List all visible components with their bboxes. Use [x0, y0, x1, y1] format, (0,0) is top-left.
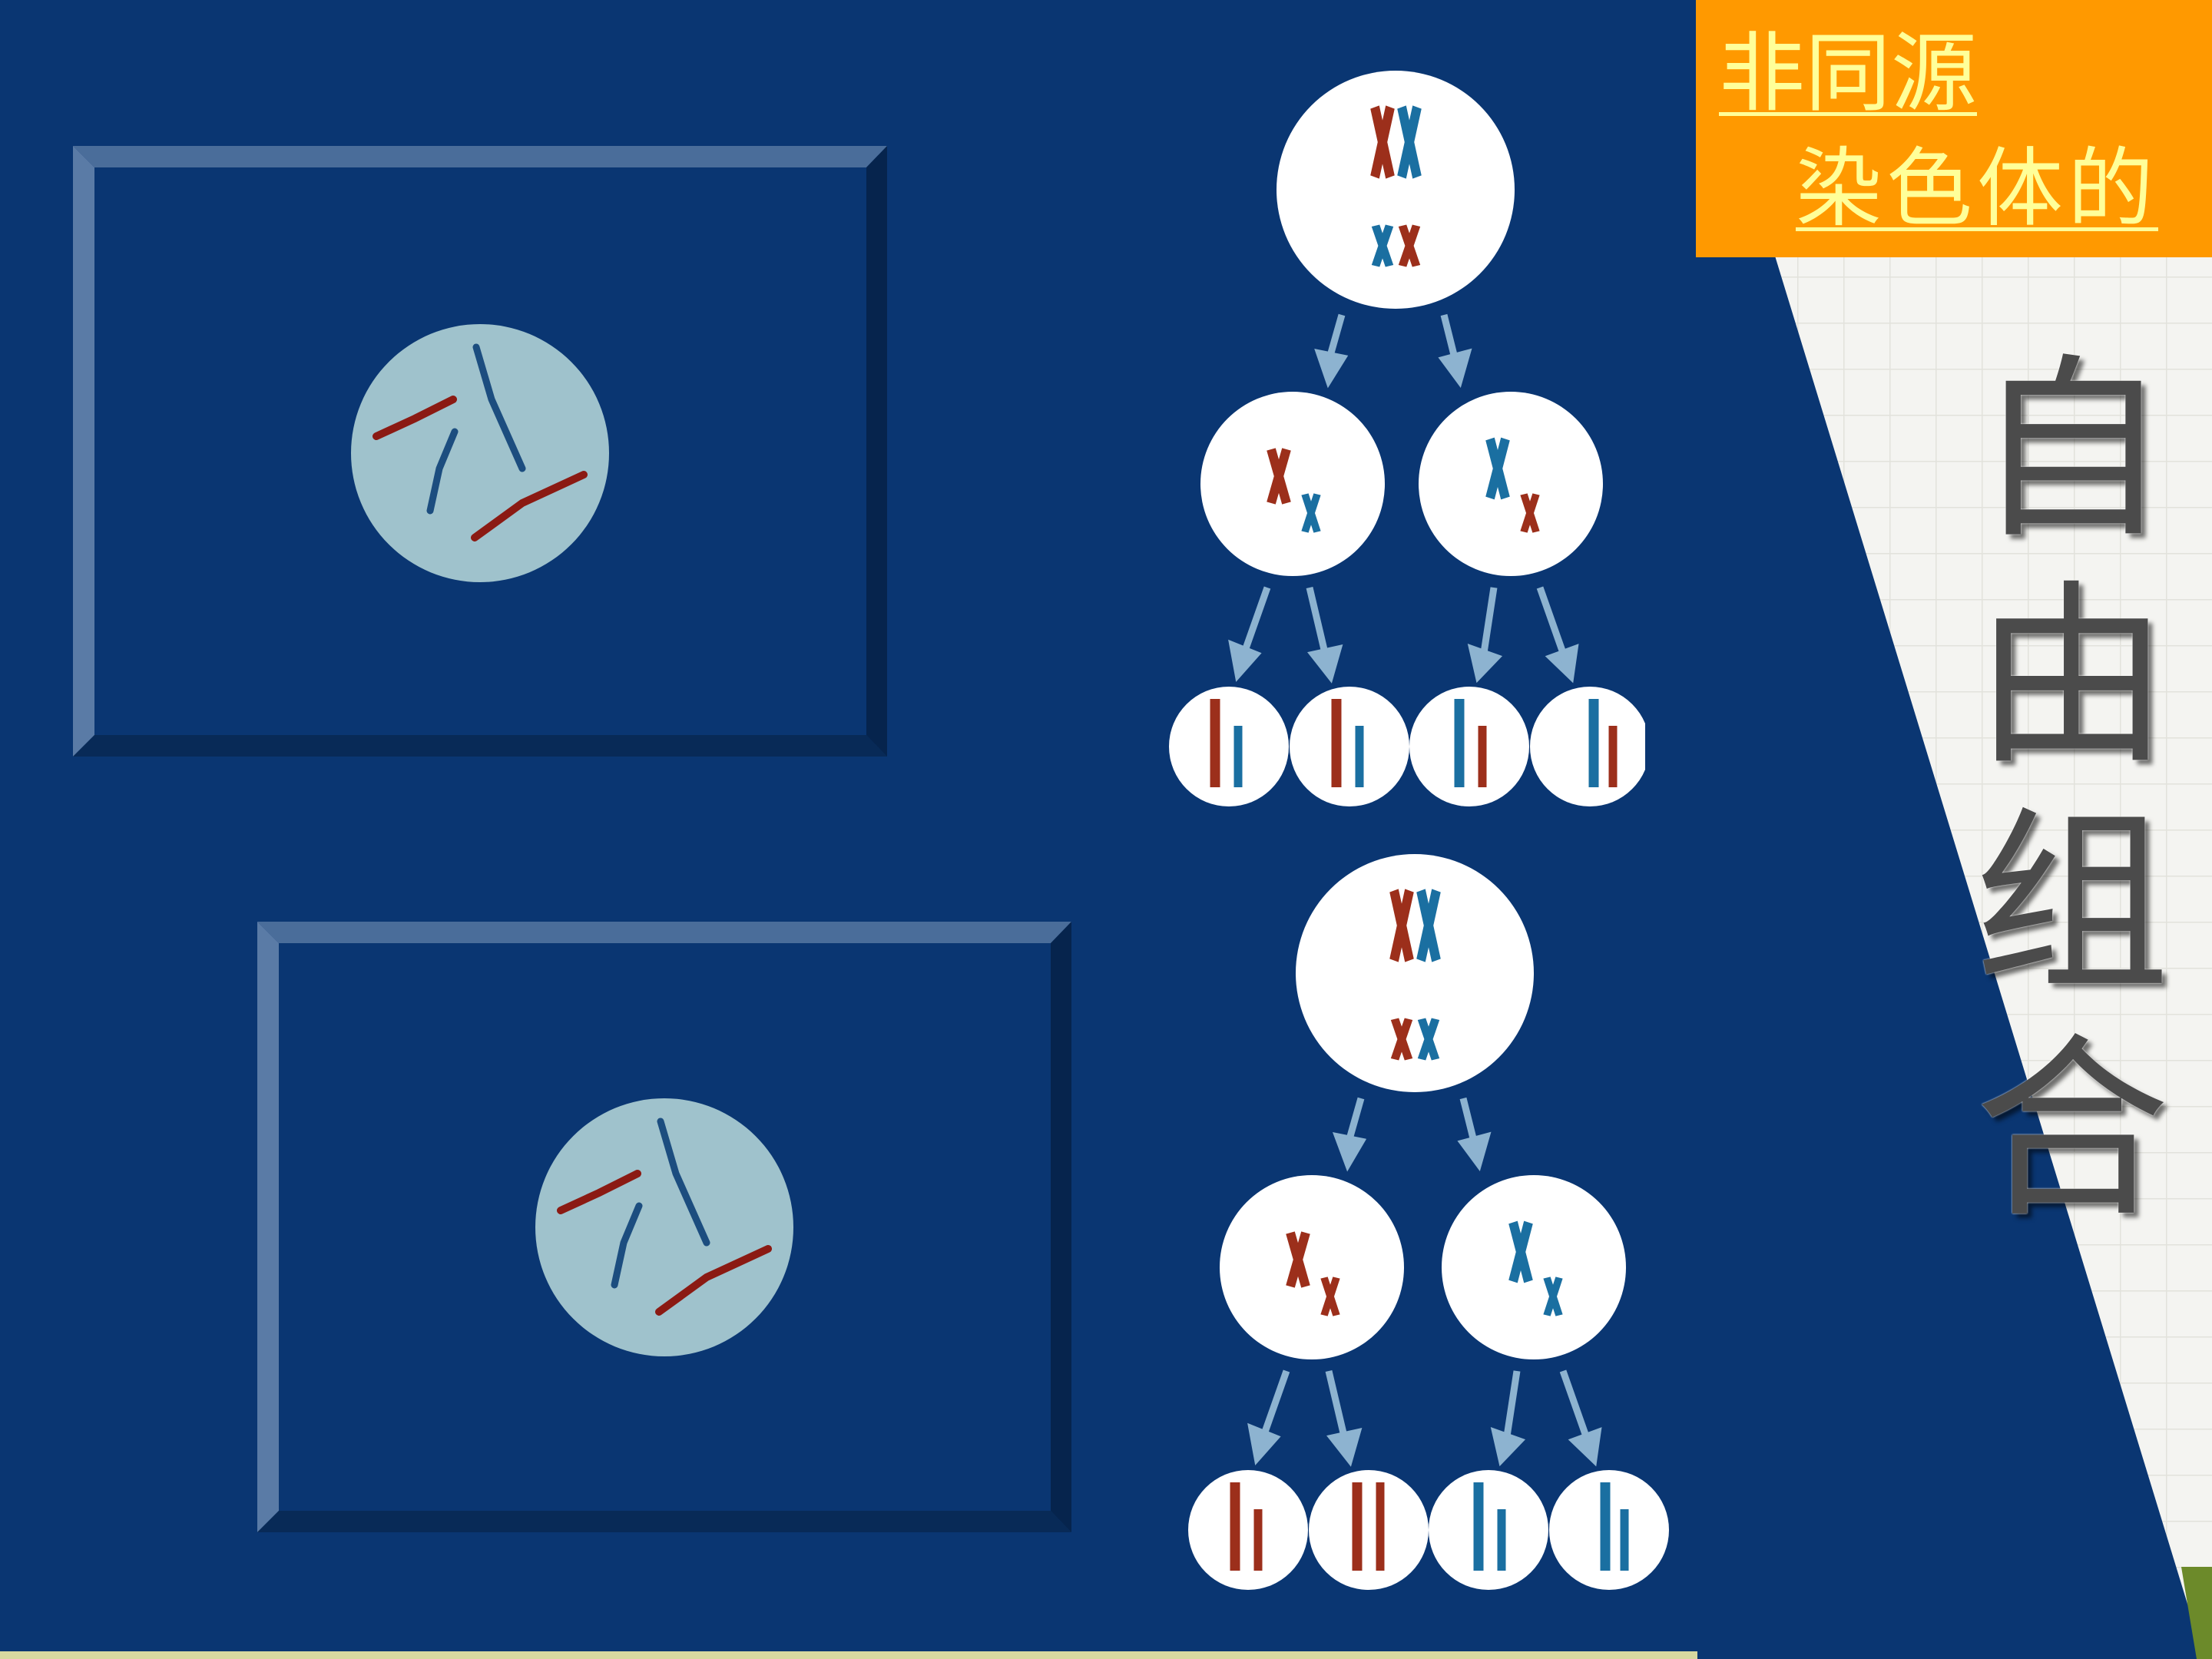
gametes-1 — [1169, 676, 1661, 814]
pathway-2 — [1188, 854, 1669, 1590]
parent-cell-1 — [1277, 71, 1515, 309]
bottom-strip — [0, 1651, 1697, 1659]
daughter-cell-1b — [1419, 392, 1603, 576]
arrows-1b — [1228, 586, 1579, 684]
corner-accent — [2181, 1567, 2212, 1659]
title-banner: 非同源 染色体的 — [1696, 0, 2212, 257]
arrows-2a — [1332, 1097, 1492, 1172]
daughter-cell-2b — [1442, 1175, 1626, 1359]
nucleus-top — [351, 324, 609, 582]
daughter-cell-2a — [1220, 1175, 1404, 1359]
daughter-cell-1a — [1200, 392, 1385, 576]
title-line-2[interactable]: 染色体的 — [1796, 139, 2158, 239]
bevel-frame-bottom — [257, 922, 1071, 1532]
right-paper-panel — [1774, 253, 2212, 1659]
arrows-1a — [1314, 313, 1472, 389]
arrows-2b — [1247, 1369, 1602, 1467]
parent-cell-2 — [1296, 854, 1534, 1092]
nucleus-bottom — [535, 1098, 793, 1356]
vertical-heading: 自 由 组 合 — [1974, 337, 2171, 1245]
pathway-1 — [1169, 71, 1661, 814]
gametes-2 — [1188, 1470, 1669, 1590]
title-line-1[interactable]: 非同源 — [1719, 24, 1977, 124]
